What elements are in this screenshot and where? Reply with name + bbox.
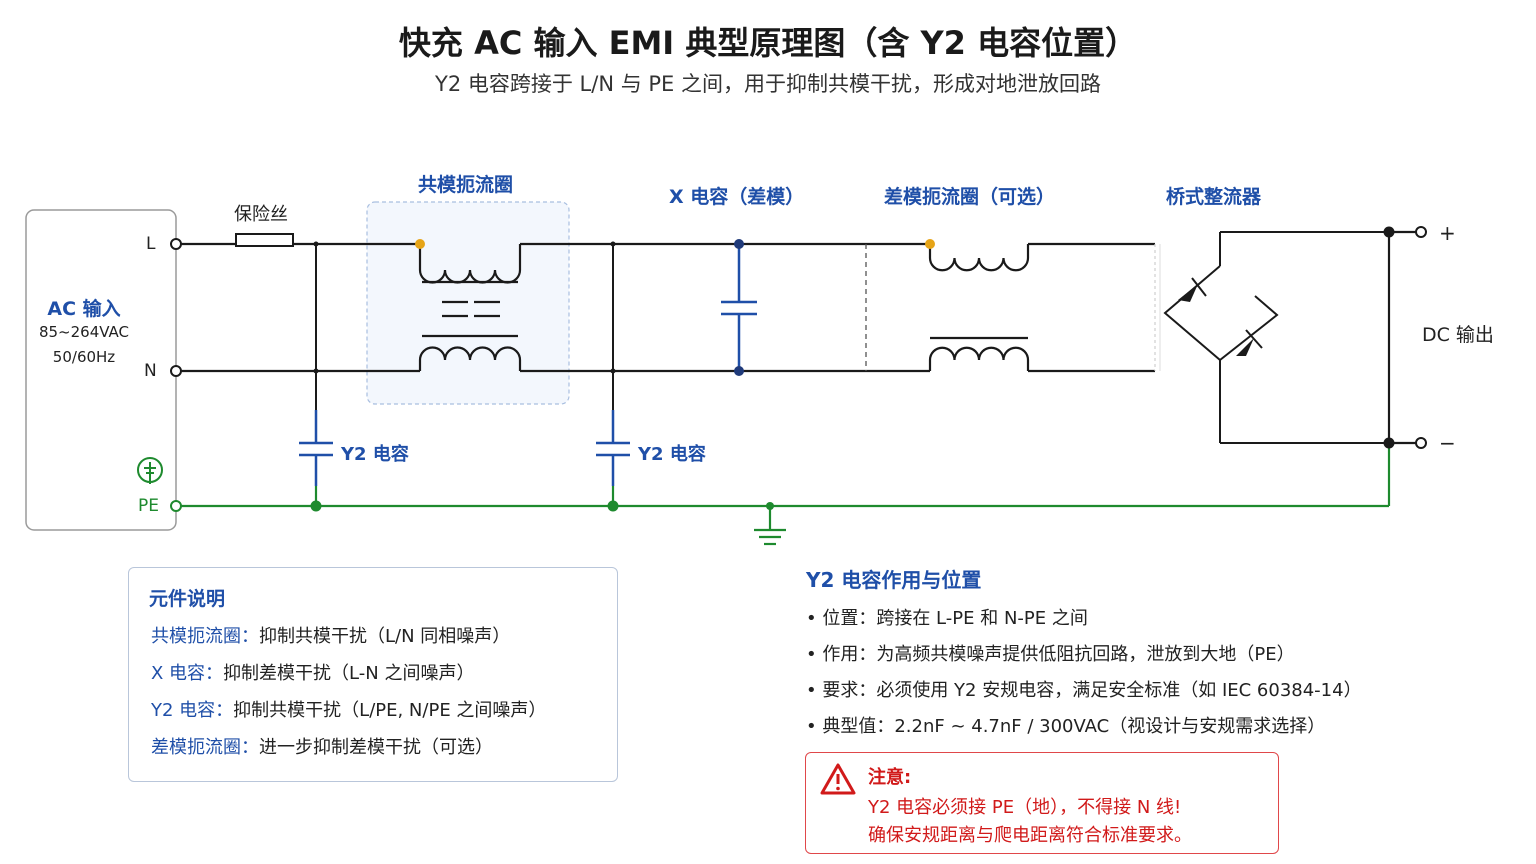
diode-2-icon bbox=[1236, 338, 1254, 356]
dc-output-label: DC 输出 bbox=[1422, 324, 1494, 346]
page-title: 快充 AC 输入 EMI 典型原理图（含 Y2 电容位置） bbox=[398, 24, 1138, 62]
terminal-plus bbox=[1415, 226, 1427, 238]
dm-choke-dot bbox=[925, 239, 935, 249]
y2-info-bullet: • 作用：为高频共模噪声提供低阻抗回路，泄放到大地（PE） bbox=[806, 644, 1295, 665]
label-pe: PE bbox=[138, 496, 159, 516]
terminal-pe bbox=[170, 500, 182, 512]
y2-cap-2-label: Y2 电容 bbox=[638, 444, 706, 465]
dm-choke-symbol bbox=[928, 244, 1030, 371]
y2-info-bullet: • 位置：跨接在 L-PE 和 N-PE 之间 bbox=[806, 608, 1088, 629]
legend-box: 元件说明 共模扼流圈：抑制共模干扰（L/N 同相噪声） X 电容：抑制差模干扰（… bbox=[128, 567, 618, 782]
plus-label: + bbox=[1439, 221, 1456, 245]
cm-choke-symbol bbox=[418, 244, 522, 371]
legend-title: 元件说明 bbox=[149, 588, 226, 610]
label-n: N bbox=[144, 361, 157, 381]
legend-item: 共模扼流圈：抑制共模干扰（L/N 同相噪声） bbox=[151, 626, 511, 647]
page-subtitle: Y2 电容跨接于 L/N 与 PE 之间，用于抑制共模干扰，形成对地泄放回路 bbox=[435, 72, 1101, 96]
bridge-rectifier-symbol bbox=[1163, 231, 1389, 444]
ac-input-title: AC 输入 bbox=[47, 298, 121, 320]
warning-title: 注意: bbox=[868, 767, 912, 788]
warning-box: 注意: Y2 电容必须接 PE（地），不得接 N 线! 确保安规距离与爬电距离符… bbox=[805, 752, 1279, 854]
dc-output-wires bbox=[1387, 230, 1416, 445]
earth-icon bbox=[137, 457, 163, 484]
terminal-minus bbox=[1415, 437, 1427, 449]
x-capacitor bbox=[721, 244, 757, 371]
warning-line-1: Y2 电容必须接 PE（地），不得接 N 线! bbox=[868, 797, 1182, 818]
dm-choke-label: 差模扼流圈（可选） bbox=[884, 186, 1056, 208]
cm-choke-dot bbox=[415, 239, 425, 249]
y2-capacitor-1 bbox=[299, 410, 333, 486]
legend-item: Y2 电容：抑制共模干扰（L/PE, N/PE 之间噪声） bbox=[151, 700, 547, 721]
legend-item: 差模扼流圈：进一步抑制差模干扰（可选） bbox=[151, 737, 493, 758]
terminal-n bbox=[170, 365, 182, 377]
diode-1-icon bbox=[1178, 284, 1198, 302]
warning-line-2: 确保安规距离与爬电距离符合标准要求。 bbox=[868, 825, 1192, 846]
label-l: L bbox=[146, 234, 156, 254]
bridge-label: 桥式整流器 bbox=[1166, 186, 1262, 208]
y2-capacitor-2 bbox=[596, 410, 630, 486]
terminal-l bbox=[170, 238, 182, 250]
pe-line bbox=[181, 443, 1391, 508]
fuse-symbol bbox=[235, 233, 294, 247]
y2-cap-1-label: Y2 电容 bbox=[341, 444, 409, 465]
minus-label: − bbox=[1439, 431, 1456, 455]
cm-choke-label: 共模扼流圈 bbox=[418, 174, 514, 196]
ground-icon bbox=[754, 506, 786, 546]
warning-icon bbox=[820, 763, 856, 795]
ac-input-freq: 50/60Hz bbox=[52, 348, 116, 366]
y2-info-bullet: • 典型值：2.2nF ~ 4.7nF / 300VAC（视设计与安规需求选择） bbox=[806, 716, 1326, 737]
y2-info-title: Y2 电容作用与位置 bbox=[806, 568, 982, 592]
fuse-label: 保险丝 bbox=[234, 204, 288, 225]
legend-item: X 电容：抑制差模干扰（L-N 之间噪声） bbox=[151, 663, 475, 684]
y2-info-bullet: • 要求：必须使用 Y2 安规电容，满足安全标准（如 IEC 60384-14） bbox=[806, 680, 1362, 701]
x-cap-label: X 电容（差模） bbox=[669, 186, 805, 208]
ac-input-voltage: 85~264VAC bbox=[38, 323, 130, 341]
